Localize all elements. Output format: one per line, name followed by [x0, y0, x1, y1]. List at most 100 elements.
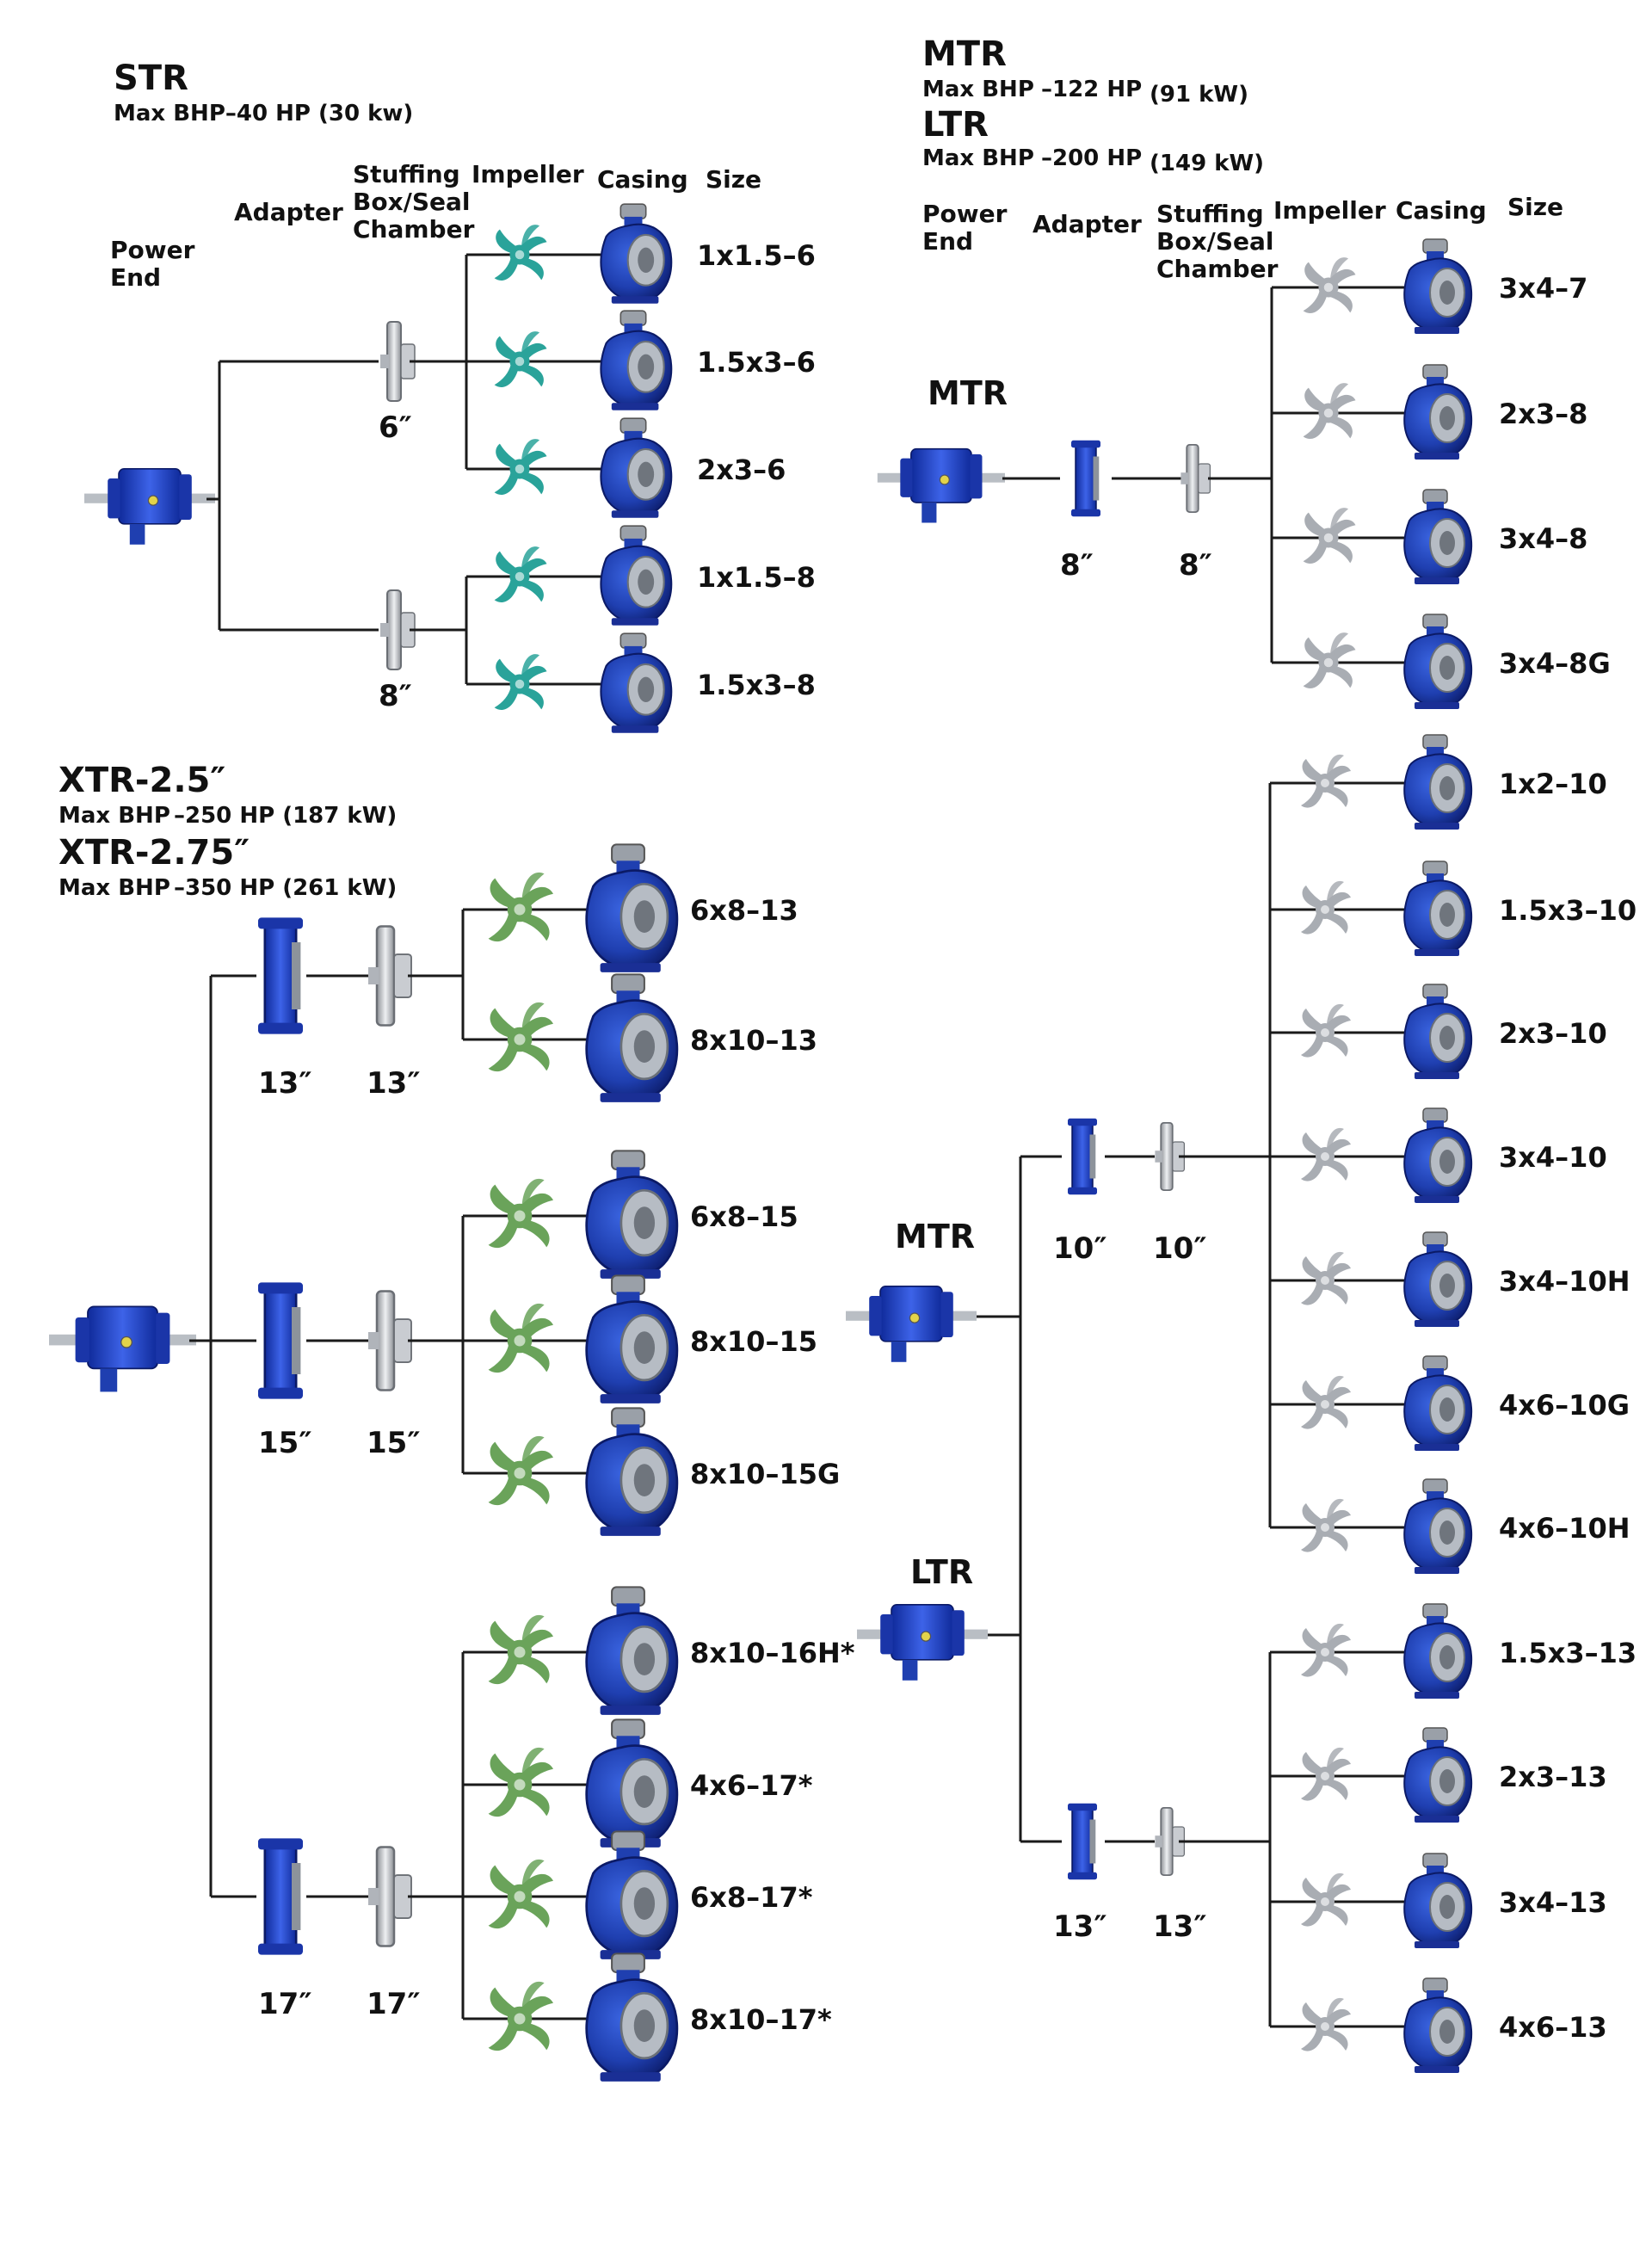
impeller-icon [494, 439, 547, 496]
casing-icon [1403, 1853, 1473, 1949]
impeller-icon [1301, 880, 1351, 935]
size-label: 4x6–10G [1499, 1389, 1630, 1422]
size-label: 3x4–7 [1499, 272, 1587, 305]
casing-icon [585, 1274, 679, 1405]
xtr-275-title: XTR-2.75″ [59, 833, 250, 873]
impeller-icon [488, 872, 553, 942]
size-label: 8x10–16H* [690, 1637, 855, 1669]
ltr-bhp-value: –200 HP [1041, 145, 1142, 171]
casing-icon [1403, 1727, 1473, 1823]
stuffing-dimension-label: 17″ [367, 1987, 421, 2021]
casing-icon [585, 1718, 679, 1849]
casing-icon [1403, 1478, 1473, 1575]
size-label: 4x6–13 [1499, 2011, 1607, 2044]
size-label: 6x8–17* [690, 1881, 813, 1914]
power-end-icon [877, 447, 1006, 524]
ltr-bhp-label: Max BHP [922, 145, 1034, 171]
impeller-icon [488, 1859, 553, 1929]
adapter-icon [1067, 1117, 1098, 1196]
casing-icon [585, 843, 679, 974]
ltr-label: LTR [910, 1553, 973, 1591]
casing-icon [1403, 1603, 1473, 1700]
size-label: 8x10–13 [690, 1024, 817, 1057]
impeller-icon [488, 1435, 553, 1506]
mtr-bhp-label: Max BHP [922, 77, 1034, 102]
mtr-title: MTR [922, 34, 1007, 74]
xtr-275-bhp-label: Max BHP [59, 875, 170, 901]
mtr-bhp-value: –122 HP [1041, 77, 1142, 102]
size-label: 1.5x3–6 [697, 346, 816, 379]
impeller-icon [1301, 1747, 1351, 1801]
casing-icon [585, 1830, 679, 1961]
impeller-icon [488, 1178, 553, 1249]
size-label: 8x10–15 [690, 1325, 817, 1358]
size-label: 8x10–17* [690, 2003, 832, 2036]
mtr-bhp-kw: (91 kW) [1150, 82, 1248, 108]
stuffing-box-icon [367, 1290, 413, 1391]
impeller-icon [1303, 383, 1356, 440]
impeller-icon [1301, 1997, 1351, 2051]
casing-icon [1403, 1231, 1473, 1328]
adapter-dimension-label: 13″ [1053, 1909, 1107, 1944]
header-adapter: Adapter [1032, 210, 1142, 238]
header-stuffing-box: Chamber [1156, 255, 1279, 283]
size-label: 8x10–15G [690, 1458, 840, 1490]
header-stuffing-box: Stuffing [353, 160, 460, 188]
xtr-25-bhp-label: Max BHP [59, 803, 170, 829]
header-casing: Casing [1396, 196, 1487, 225]
size-label: 3x4–8G [1499, 647, 1611, 680]
impeller-icon [494, 546, 547, 603]
header-stuffing-box: Box/Seal [353, 188, 471, 216]
power-end-icon [845, 1286, 977, 1363]
stuffing-box-icon [367, 925, 413, 1027]
header-power-end: End [922, 227, 973, 256]
mtr-label: MTR [895, 1218, 975, 1255]
casing-icon [1403, 1107, 1473, 1204]
casing-icon [600, 310, 673, 411]
header-adapter: Adapter [234, 198, 343, 226]
stuffing-dimension-label: 13″ [367, 1066, 421, 1101]
str-max-bhp: Max BHP–40 HP (30 kw) [114, 101, 413, 126]
size-label: 1.5x3–13 [1499, 1637, 1637, 1669]
impeller-icon [494, 654, 547, 711]
size-label: 2x3–10 [1499, 1017, 1607, 1050]
stuffing-dimension-label: 13″ [1153, 1909, 1207, 1944]
size-label: 6x8–15 [690, 1200, 798, 1233]
impeller-icon [488, 1002, 553, 1072]
ltr-title: LTR [922, 105, 989, 145]
adapter-icon [256, 916, 305, 1035]
size-label: 3x4–13 [1499, 1886, 1607, 1919]
mtr-8-label: MTR [928, 374, 1008, 412]
xtr-25-title: XTR-2.5″ [59, 761, 225, 800]
size-label: 2x3–8 [1499, 398, 1587, 430]
ltr-bhp-kw: (149 kW) [1150, 151, 1264, 176]
str-dimension-label: 8″ [379, 679, 412, 713]
adapter-icon [256, 1281, 305, 1400]
casing-icon [600, 632, 673, 734]
casing-icon [585, 1952, 679, 2083]
size-label: 3x4–10H [1499, 1265, 1630, 1298]
stuffing-dimension-label: 8″ [1179, 548, 1212, 583]
impeller-icon [1301, 1127, 1351, 1181]
adapter-icon [256, 1837, 305, 1956]
header-power-end: End [110, 263, 161, 292]
header-power-end: Power [922, 200, 1008, 228]
casing-icon [600, 525, 673, 626]
size-label: 3x4–10 [1499, 1141, 1607, 1174]
casing-icon [1403, 984, 1473, 1080]
header-stuffing-box: Chamber [353, 215, 475, 244]
xtr-25-bhp: –250 HP (187 kW) [174, 803, 397, 829]
adapter-dimension-label: 10″ [1053, 1231, 1107, 1266]
power-end-icon [83, 467, 216, 546]
impeller-icon [488, 1747, 553, 1817]
casing-icon [585, 1586, 679, 1717]
impeller-icon [1301, 754, 1351, 808]
header-size: Size [706, 165, 761, 194]
adapter-icon [1067, 1802, 1098, 1881]
impeller-icon [488, 1614, 553, 1685]
header-impeller: Impeller [1273, 196, 1386, 225]
casing-icon [585, 1407, 679, 1538]
impeller-icon [1301, 1872, 1351, 1927]
